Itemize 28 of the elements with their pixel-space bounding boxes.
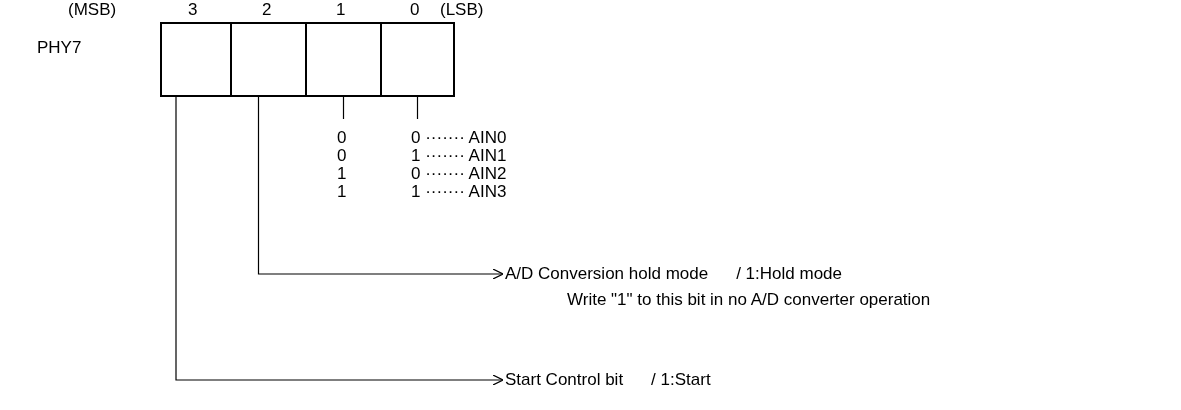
bit-number: 3 [188, 0, 198, 20]
register-bit-cell [230, 22, 307, 97]
bit-value: 1 [337, 164, 347, 184]
leader-line [342, 96, 345, 120]
register-bit-cell [305, 22, 382, 97]
register-bit-cell [160, 22, 232, 97]
bit-number: 1 [336, 0, 346, 20]
channel-setting: 0 ······· AIN2 [411, 164, 507, 184]
bit-header: (MSB) [68, 0, 117, 20]
bit-number: 0 [410, 0, 420, 20]
channel-setting: 0 ······· AIN0 [411, 128, 507, 148]
register-name: PHY7 [37, 38, 82, 58]
arrow [175, 96, 504, 386]
bit-value: 0 [337, 128, 347, 148]
field-value: / 1:Start [651, 370, 711, 390]
field-value: / 1:Hold mode [736, 264, 842, 284]
bit-value: 1 [337, 182, 347, 202]
arrow [257, 96, 504, 280]
channel-setting: 1 ······· AIN1 [411, 146, 507, 166]
field-name: Start Control bit [505, 370, 624, 390]
leader-line [416, 96, 419, 120]
field-name: A/D Conversion hold mode [505, 264, 709, 284]
register-bit-cell [380, 22, 455, 97]
note-text: Write "1" to this bit in no A/D converter operation [567, 290, 931, 310]
bit-header: (LSB) [440, 0, 484, 20]
channel-setting: 1 ······· AIN3 [411, 182, 507, 202]
bit-value: 0 [337, 146, 347, 166]
bit-number: 2 [262, 0, 272, 20]
